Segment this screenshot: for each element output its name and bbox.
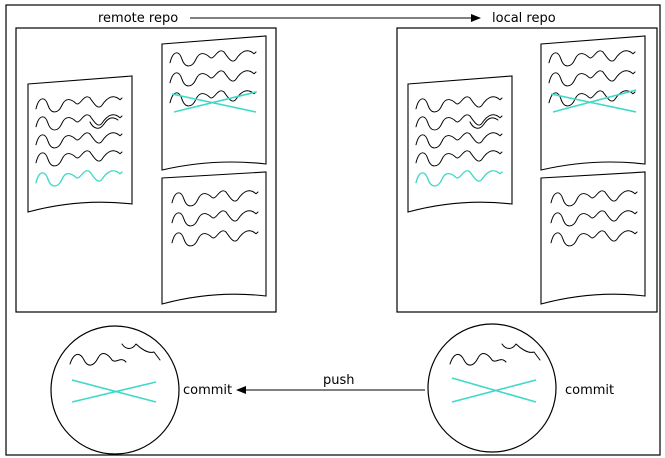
local-commit-label: commit — [565, 383, 614, 398]
local-file-left — [407, 75, 513, 213]
local-file-bottom — [540, 171, 646, 305]
local-commit — [427, 323, 557, 453]
remote-commit — [50, 325, 180, 455]
local-repo-box — [396, 27, 658, 313]
remote-repo-box — [15, 27, 277, 313]
push-label: push — [323, 373, 355, 388]
local-deleted-mark — [550, 93, 637, 113]
remote-file-top — [161, 35, 267, 171]
local-file-top — [540, 35, 646, 171]
remote-repo-label: remote repo — [98, 11, 178, 26]
remote-commit-label: commit — [183, 383, 232, 398]
remote-file-bottom — [161, 171, 267, 305]
local-repo-label: local repo — [492, 11, 556, 26]
remote-file-left — [27, 75, 133, 213]
